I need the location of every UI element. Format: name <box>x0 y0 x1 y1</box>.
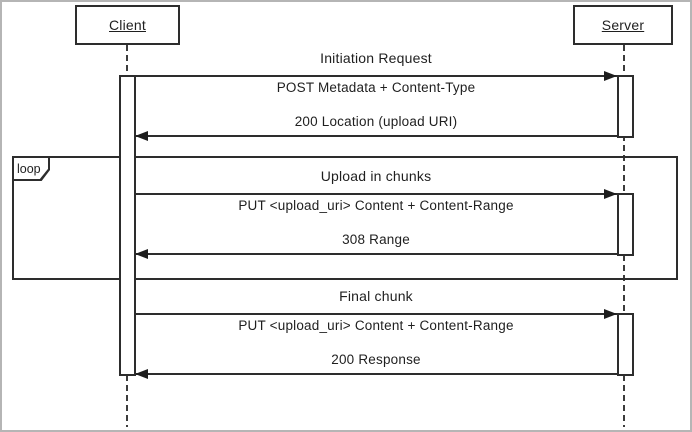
client-actor-box: Client <box>75 5 180 45</box>
request-message-line <box>135 313 617 315</box>
server-actor-box: Server <box>573 5 673 45</box>
arrowhead-left-icon <box>135 131 148 141</box>
arrowhead-right-icon <box>604 309 617 319</box>
exchange-title: Initiation Request <box>320 50 432 66</box>
arrowhead-right-icon <box>604 71 617 81</box>
client-activation-bar <box>119 75 136 376</box>
response-message-line <box>135 373 617 375</box>
server-activation-bar <box>617 75 634 138</box>
loop-operator-label: loop <box>17 161 41 176</box>
response-message-label: 308 Range <box>342 232 410 247</box>
exchange-initiation: Initiation Request POST Metadata + Conte… <box>135 50 617 141</box>
request-message-line <box>135 193 617 195</box>
request-message-label: PUT <upload_uri> Content + Content-Range <box>238 198 514 213</box>
exchange-title: Upload in chunks <box>320 168 432 184</box>
response-message-label: 200 Response <box>331 352 421 367</box>
exchange-chunk-upload: Upload in chunks PUT <upload_uri> Conten… <box>135 168 617 259</box>
server-activation-bar <box>617 313 634 376</box>
response-message-label: 200 Location (upload URI) <box>294 114 458 129</box>
client-actor-label: Client <box>109 17 146 33</box>
arrowhead-left-icon <box>135 369 148 379</box>
request-message-line <box>135 75 617 77</box>
loop-operator-tab-inner: loop <box>14 158 48 179</box>
exchange-final-chunk: Final chunk PUT <upload_uri> Content + C… <box>135 288 617 379</box>
response-message-line <box>135 253 617 255</box>
exchange-title: Final chunk <box>339 288 413 304</box>
response-message-line <box>135 135 617 137</box>
arrowhead-left-icon <box>135 249 148 259</box>
request-message-label: POST Metadata + Content-Type <box>276 80 476 95</box>
arrowhead-right-icon <box>604 189 617 199</box>
server-activation-bar <box>617 193 634 256</box>
request-message-label: PUT <upload_uri> Content + Content-Range <box>238 318 514 333</box>
loop-fragment: loop <box>12 156 678 280</box>
server-actor-label: Server <box>601 17 645 33</box>
loop-operator-tab: loop <box>12 156 50 181</box>
